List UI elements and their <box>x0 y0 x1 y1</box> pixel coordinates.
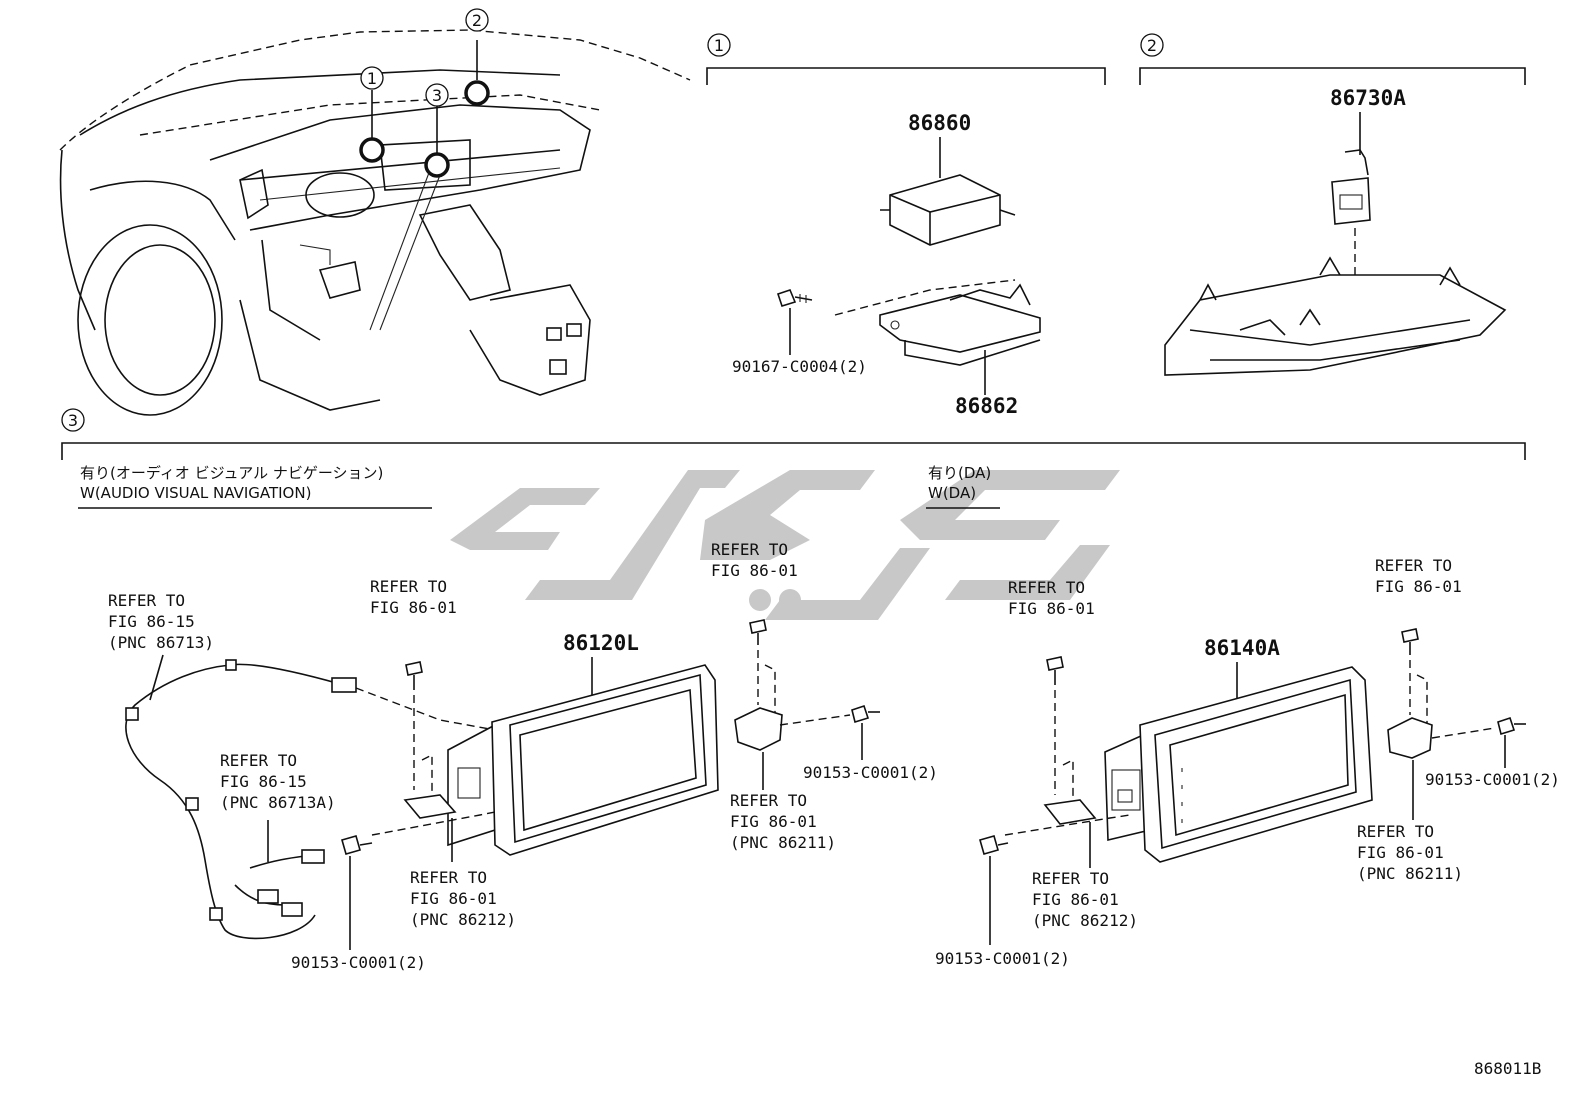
right-header-en: W(DA) <box>928 484 976 502</box>
section-3-bracket <box>61 442 1526 460</box>
left-refer-a-line3: (PNC 86713) <box>108 633 214 652</box>
left-bracket-upper <box>734 707 783 751</box>
part-86120L-label: 86120L <box>563 631 639 655</box>
left-refer-e-line3: (PNC 86211) <box>730 833 836 852</box>
left-refer-a-line1: REFER TO <box>108 591 185 610</box>
left-refer-b-line2: FIG 86-15 <box>220 772 307 791</box>
left-refer-f-line2: FIG 86-01 <box>410 889 497 908</box>
section-1-number: 1 <box>714 36 724 55</box>
unit-86730A <box>1331 149 1371 225</box>
display-86140A <box>1104 666 1373 863</box>
right-refer-f-line1: REFER TO <box>1032 869 1109 888</box>
left-refer-e-line2: FIG 86-01 <box>730 812 817 831</box>
section-1-bracket <box>706 67 1106 85</box>
right-refer-e-line1: REFER TO <box>1357 822 1434 841</box>
antenna-connector-3 <box>257 889 279 904</box>
left-refer-c-line1: REFER TO <box>370 577 447 596</box>
section-3-number: 3 <box>68 411 78 430</box>
left-bolt-right-label: 90153-C0001(2) <box>803 763 938 782</box>
section-2: 2 86730A <box>1139 33 1526 376</box>
left-refer-b-line3: (PNC 86713A) <box>220 793 336 812</box>
part-86730A-label: 86730A <box>1330 86 1406 110</box>
right-refer-c-line1: REFER TO <box>1008 578 1085 597</box>
left-assembly: REFER TO FIG 86-15 (PNC 86713) REFER TO … <box>108 540 938 972</box>
left-refer-d-line2: FIG 86-01 <box>711 561 798 580</box>
section-2-bracket <box>1139 67 1526 85</box>
left-refer-f-line3: (PNC 86212) <box>410 910 516 929</box>
vehicle-overview: 1 2 3 <box>59 8 691 416</box>
right-header-jp: 有り(DA) <box>928 464 991 482</box>
left-header-en: W(AUDIO VISUAL NAVIGATION) <box>80 484 311 502</box>
section-2-number: 2 <box>1147 36 1157 55</box>
right-bolt-bottom <box>979 835 1009 855</box>
right-assembly: REFER TO FIG 86-01 REFER TO FIG 86-01 RE… <box>935 556 1560 968</box>
left-refer-b-line1: REFER TO <box>220 751 297 770</box>
left-bolt-right <box>851 704 880 724</box>
left-refer-f-line1: REFER TO <box>410 868 487 887</box>
left-refer-d-line1: REFER TO <box>711 540 788 559</box>
right-screw-top <box>1046 656 1064 685</box>
right-bracket-upper <box>1387 717 1433 759</box>
overhead-console <box>1164 256 1507 376</box>
right-refer-c-line2: FIG 86-01 <box>1008 599 1095 618</box>
right-refer-d-line1: REFER TO <box>1375 556 1452 575</box>
left-bolt-bottom-label: 90153-C0001(2) <box>291 953 426 972</box>
antenna-connector-2 <box>301 849 325 864</box>
callout-3-label: 3 <box>432 86 442 105</box>
section-1: 1 86860 90167-C0004(2) 86862 <box>706 33 1106 418</box>
antenna-connector-1 <box>331 677 357 693</box>
left-refer-c-line2: FIG 86-01 <box>370 598 457 617</box>
right-refer-f-line3: (PNC 86212) <box>1032 911 1138 930</box>
right-refer-e-line3: (PNC 86211) <box>1357 864 1463 883</box>
bolt-90167 <box>776 289 813 307</box>
right-bolt-right-label: 90153-C0001(2) <box>1425 770 1560 789</box>
right-bolt-bottom-label: 90153-C0001(2) <box>935 949 1070 968</box>
right-refer-d-line2: FIG 86-01 <box>1375 577 1462 596</box>
left-screw-upper-right <box>749 619 767 645</box>
figure-id: 868011B <box>1474 1059 1541 1078</box>
left-refer-e-line1: REFER TO <box>730 791 807 810</box>
antenna-connector-4 <box>281 902 303 917</box>
part-86860-label: 86860 <box>908 111 971 135</box>
watermark-logo <box>450 470 1120 620</box>
bracket-86862 <box>834 279 1041 366</box>
part-86862-label: 86862 <box>955 394 1018 418</box>
right-refer-f-line2: FIG 86-01 <box>1032 890 1119 909</box>
left-header-jp: 有り(オーディオ ビジュアル ナビゲーション) <box>80 464 383 482</box>
right-refer-e-line2: FIG 86-01 <box>1357 843 1444 862</box>
right-screw-upper-right <box>1401 628 1419 655</box>
left-bracket-lower <box>403 794 457 819</box>
callout-2-label: 2 <box>472 11 482 30</box>
ecu-module <box>880 174 1016 246</box>
right-bracket-lower <box>1043 799 1097 825</box>
part-86140A-label: 86140A <box>1204 636 1280 660</box>
right-bolt-right <box>1497 716 1526 736</box>
left-bolt-bottom <box>341 835 373 855</box>
left-refer-a-line2: FIG 86-15 <box>108 612 195 631</box>
part-90167-label: 90167-C0004(2) <box>732 357 867 376</box>
section-3: 3 有り(オーディオ ビジュアル ナビゲーション) W(AUDIO VISUAL… <box>61 408 1560 972</box>
display-86120L <box>447 664 719 856</box>
left-screw-top <box>405 661 423 690</box>
callout-1-label: 1 <box>367 69 377 88</box>
